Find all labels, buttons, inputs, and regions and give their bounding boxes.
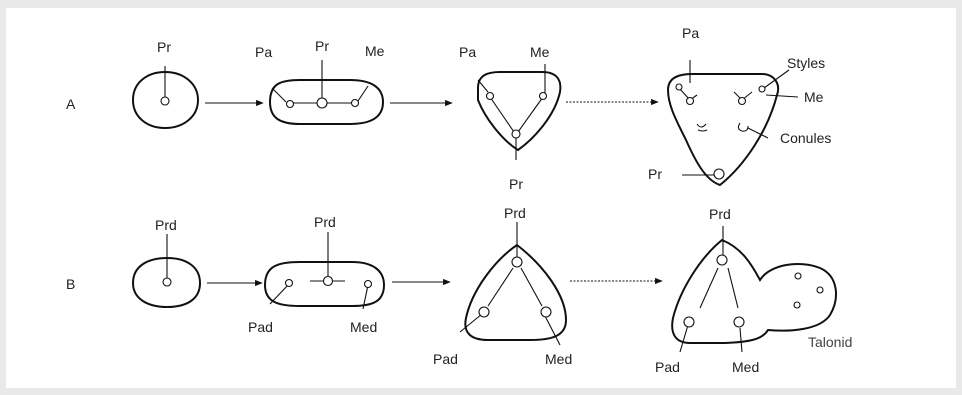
label-med: Med <box>545 351 572 367</box>
label-prd: Prd <box>314 214 336 230</box>
label-med: Med <box>732 359 759 375</box>
label-pr: Pr <box>315 38 329 54</box>
label-pr: Pr <box>157 39 171 55</box>
row-a-stage-3: Pa Me Pr <box>459 44 562 192</box>
label-pr: Pr <box>648 166 662 182</box>
label-pad: Pad <box>433 351 458 367</box>
label-pa: Pa <box>682 25 699 41</box>
label-pr: Pr <box>509 176 523 192</box>
row-b-stage-1: Prd <box>131 217 202 309</box>
row-b-stage-3: Prd Pad Med <box>433 205 572 367</box>
label-conules: Conules <box>780 130 831 146</box>
label-med: Med <box>350 319 377 335</box>
label-pa: Pa <box>459 44 476 60</box>
label-pad: Pad <box>248 319 273 335</box>
row-b-stage-2: Prd Pad Med <box>248 214 386 335</box>
label-prd: Prd <box>155 217 177 233</box>
label-me: Me <box>804 89 824 105</box>
label-me: Me <box>365 43 385 59</box>
label-pa: Pa <box>255 44 272 60</box>
row-a-stage-4: Pa Styles Me Conules Pr <box>648 25 831 187</box>
label-pad: Pad <box>655 359 680 375</box>
row-b-stage-4: Prd Pad Med Talonid <box>655 206 852 375</box>
label-styles: Styles <box>787 55 825 71</box>
label-prd: Prd <box>504 205 526 221</box>
row-a-stage-1: Pr <box>131 39 200 130</box>
label-talonid: Talonid <box>808 334 852 350</box>
label-prd: Prd <box>709 206 731 222</box>
row-label-b: B <box>66 276 75 292</box>
label-me: Me <box>530 44 550 60</box>
row-a-stage-2: Pa Pr Me <box>255 38 385 125</box>
row-label-a: A <box>66 96 76 112</box>
